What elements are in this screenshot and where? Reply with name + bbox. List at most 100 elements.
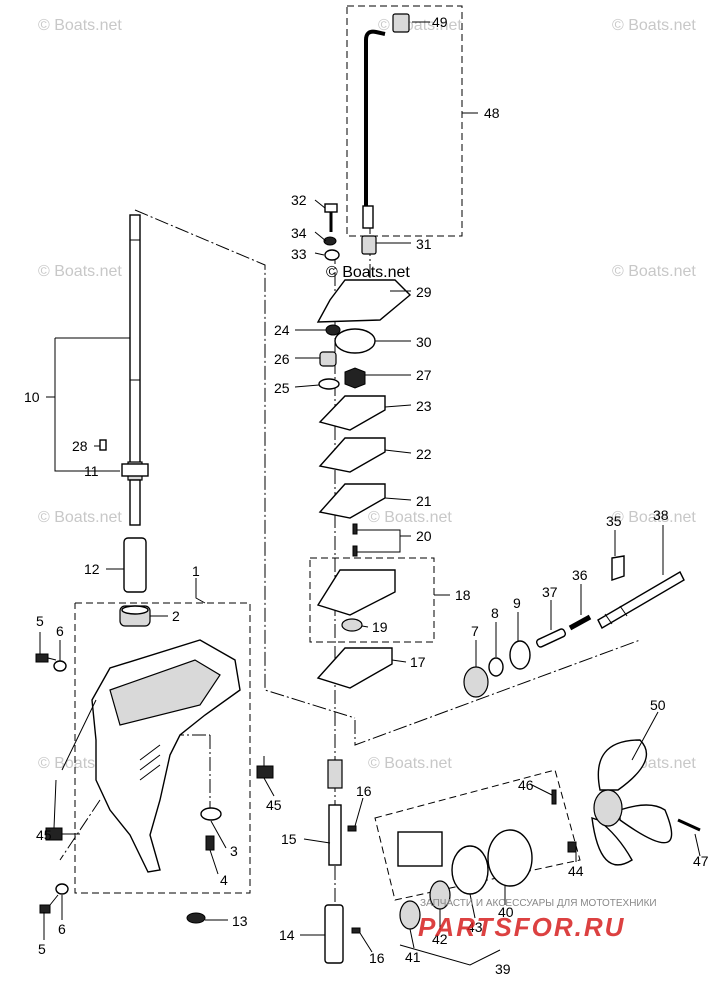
watermark: © Boats.net [612,17,696,34]
bearing-carrier-group-box [374,769,581,901]
watermark-group: © Boats.net © Boats.net © Boats.net © Bo… [38,17,696,772]
callout-46: 46 [518,777,534,793]
water-pump-base-group-box [309,557,435,643]
callout-47: 47 [693,853,709,869]
propeller-50 [591,739,673,866]
callout-labels: 49 48 32 34 33 31 29 30 24 26 25 27 23 2… [24,14,709,977]
callout-23: 23 [416,398,432,414]
axis-line [354,639,641,746]
callout-3: 3 [230,843,238,859]
bolt-45-right [256,756,274,779]
callout-5-upper: 5 [36,613,44,629]
callout-44: 44 [568,863,584,879]
shim-8 [488,657,504,677]
callout-19: 19 [372,619,388,635]
callout-17: 17 [410,654,426,670]
callout-45-left: 45 [36,827,52,843]
callout-16-lower: 16 [369,950,385,966]
drive-shaft [121,214,149,526]
seal-19 [341,618,363,632]
water-pump-housing-29 [316,279,412,323]
shift-shaft-14 [324,904,344,964]
drive-shaft-bearing [119,605,151,627]
callout-10: 10 [24,389,40,405]
pump-insert-30 [334,328,376,354]
callout-8: 8 [491,605,499,621]
screw-4 [205,835,215,851]
watermark: © Boats.net [38,509,122,526]
grommet-33 [324,249,340,261]
bearing-carrier-40 [487,829,533,887]
bolt-5-lower [39,894,59,914]
washer-34 [323,236,337,246]
callout-27: 27 [416,367,432,383]
callout-6-upper: 6 [56,623,64,639]
axis-line [59,799,101,861]
plate-22 [318,437,386,473]
propeller-shaft-38 [597,571,685,629]
bolt-44 [567,841,577,853]
callout-22: 22 [416,446,432,462]
callout-48: 48 [484,105,500,121]
bolt-32 [324,203,338,232]
seal-26 [319,351,337,367]
callout-16-upper: 16 [356,783,372,799]
callout-4: 4 [220,872,228,888]
watermark: © Boats.net [38,263,122,280]
callout-45-right: 45 [266,797,282,813]
callout-21: 21 [416,493,432,509]
callout-43: 43 [467,919,483,935]
callout-36: 36 [572,567,588,583]
gasket-23 [318,395,386,431]
callout-20: 20 [416,528,432,544]
spring-36 [568,614,592,631]
callout-32: 32 [291,192,307,208]
drain-plug-13 [186,912,206,924]
drive-shaft-sleeve [123,537,147,593]
pin-20-upper [352,523,358,535]
callout-12: 12 [84,561,100,577]
gasket-21 [318,483,386,519]
callout-24: 24 [274,322,290,338]
callout-7: 7 [471,623,479,639]
callout-37: 37 [542,584,558,600]
callout-39: 39 [495,961,511,977]
callout-28: 28 [72,438,88,454]
bolt-5-upper [35,653,57,663]
pin-16-lower [351,927,361,934]
callout-25: 25 [274,380,290,396]
watermark: © Boats.net [368,755,452,772]
callout-38: 38 [653,507,669,523]
watermark: © Boats.net [612,509,696,526]
callout-6-lower: 6 [58,921,66,937]
cotter-pin-47 [677,818,701,832]
pump-base-18 [316,569,396,616]
o-ring-43 [451,845,489,895]
callout-2: 2 [172,608,180,624]
gear-housing-group-box [74,602,251,894]
brand-watermark: ЗАПЧАСТИ И АКСЕССУАРЫ ДЛЯ МОТОТЕХНИКИ PA… [418,898,657,942]
washer-6-upper [53,660,67,672]
pin-20-lower [352,545,358,557]
decal-box [397,831,443,867]
callout-5-lower: 5 [38,941,46,957]
watermark: © Boats.net [368,509,452,526]
brand-tagline: ЗАПЧАСТИ И АКСЕССУАРЫ ДЛЯ МОТОТЕХНИКИ [420,898,657,909]
center-watermark: © Boats.net [326,264,410,281]
grommet-31 [361,235,377,255]
callout-40: 40 [498,904,514,920]
gear-housing [91,639,241,873]
callout-18: 18 [455,587,471,603]
washer-6-lower [55,883,69,895]
callout-30: 30 [416,334,432,350]
impeller-27 [344,367,366,389]
shift-shaft-coupler [327,759,343,789]
clutch-pin-37 [536,628,566,648]
shift-rod-clip-49 [392,13,410,33]
callout-33: 33 [291,246,307,262]
watermark: © Boats.net [378,17,462,34]
pin-46 [551,789,557,805]
leader-lines [39,21,701,966]
gear-9 [509,640,531,670]
